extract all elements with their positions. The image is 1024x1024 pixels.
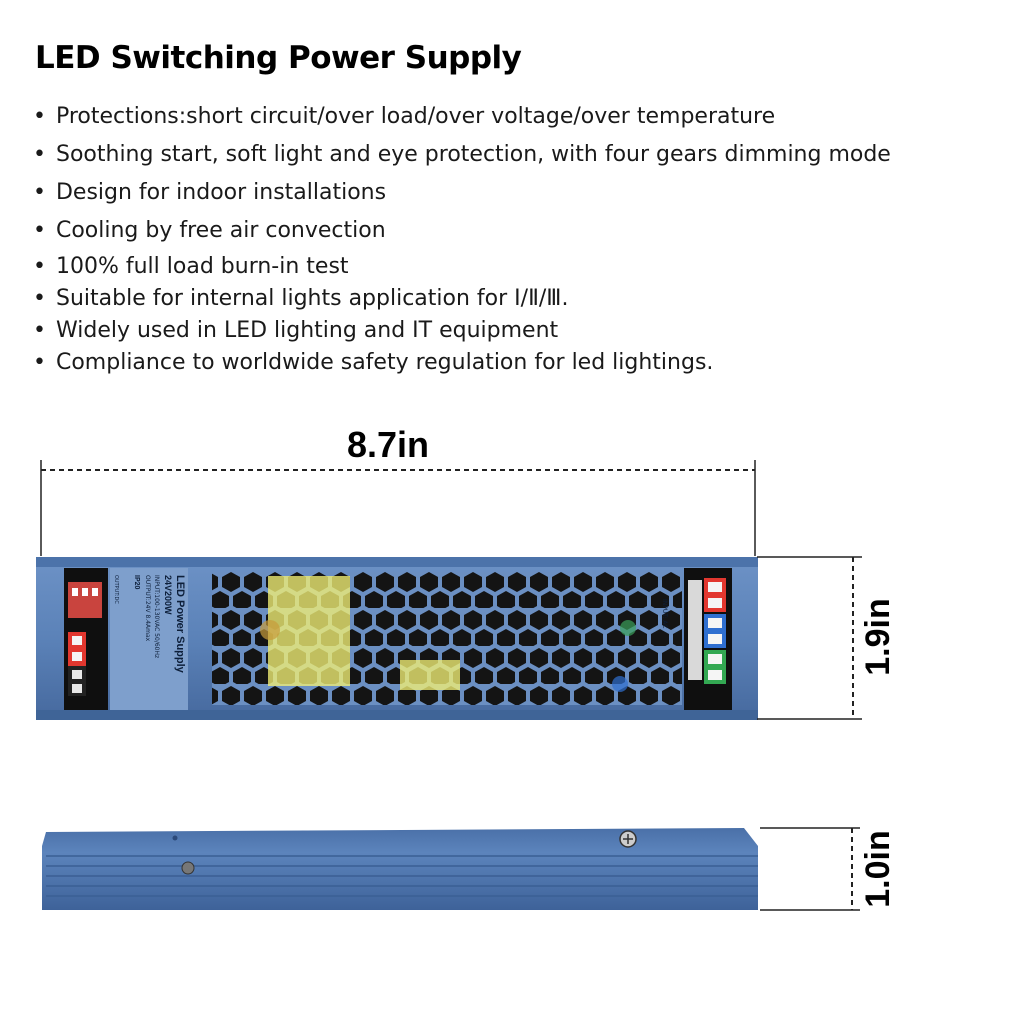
- label-model: 24V200W: [163, 575, 173, 615]
- terminal-lever: [708, 654, 722, 664]
- label-input-ac: INPUT: AC: [661, 599, 668, 628]
- label-product-name: LED Power Supply: [174, 575, 186, 674]
- terminal-lever: [72, 652, 82, 661]
- terminal-lever: [708, 670, 722, 680]
- width-dimension-label: 8.7in: [347, 424, 430, 465]
- feature-item: Protections:short circuit/over load/over…: [33, 104, 775, 129]
- width-dimension: [40, 460, 756, 556]
- feature-item: 100% full load burn-in test: [33, 254, 349, 279]
- feature-item: Compliance to worldwide safety regulatio…: [33, 350, 713, 375]
- label-input-spec: INPUT:100-130VAC 50/60Hz: [153, 575, 160, 658]
- dip-switch-key: [92, 588, 98, 596]
- terminal-lever: [72, 670, 82, 679]
- product-label: [110, 568, 188, 710]
- height-dimension: [757, 556, 862, 720]
- terminal-lever: [708, 582, 722, 592]
- dip-switch-key: [82, 588, 88, 596]
- feature-item: Widely used in LED lighting and IT equip…: [33, 318, 558, 343]
- page-title: LED Switching Power Supply: [35, 40, 522, 76]
- height-dimension-label: 1.9in: [859, 598, 897, 676]
- capacitor: [260, 620, 280, 640]
- product-label-text: LED Power Supply 24V200W INPUT:100-130VA…: [113, 575, 186, 674]
- terminal-lever: [72, 636, 82, 645]
- terminal-lever: [708, 618, 722, 628]
- label-output-spec: OUTPUT:24V 8.4Amax: [144, 575, 151, 642]
- terminal-lever: [708, 598, 722, 608]
- input-label-text: INPUT: AC: [661, 599, 668, 628]
- dip-switch: [68, 582, 102, 618]
- terminal-marking-strip: [688, 580, 702, 680]
- mounting-hole: [172, 835, 178, 841]
- housing-rim-top: [36, 557, 758, 567]
- side-housing-body: [42, 828, 758, 910]
- feature-item: Design for indoor installations: [33, 180, 386, 205]
- capacitor: [612, 676, 628, 692]
- transformer: [400, 660, 460, 690]
- dip-switch-key: [72, 588, 78, 596]
- feature-item: Soothing start, soft light and eye prote…: [33, 142, 891, 167]
- depth-dimension-label: 1.0in: [859, 830, 897, 908]
- side-view-housing: [42, 828, 758, 910]
- capacitor: [620, 620, 636, 636]
- housing-rim-bottom: [36, 710, 758, 720]
- label-output-dc: OUTPUT:DC: [113, 575, 119, 604]
- feature-item: Suitable for internal lights application…: [33, 286, 569, 311]
- label-ip-rating: IP20: [133, 575, 140, 590]
- terminal-lever: [708, 634, 722, 644]
- depth-dimension: [760, 827, 860, 911]
- feature-item: Cooling by free air convection: [33, 218, 386, 243]
- inductor-coil: [268, 576, 350, 686]
- screw: [181, 861, 195, 875]
- terminal-lever: [72, 684, 82, 693]
- top-view-housing: LED Power Supply 24V200W INPUT:100-130VA…: [36, 557, 758, 720]
